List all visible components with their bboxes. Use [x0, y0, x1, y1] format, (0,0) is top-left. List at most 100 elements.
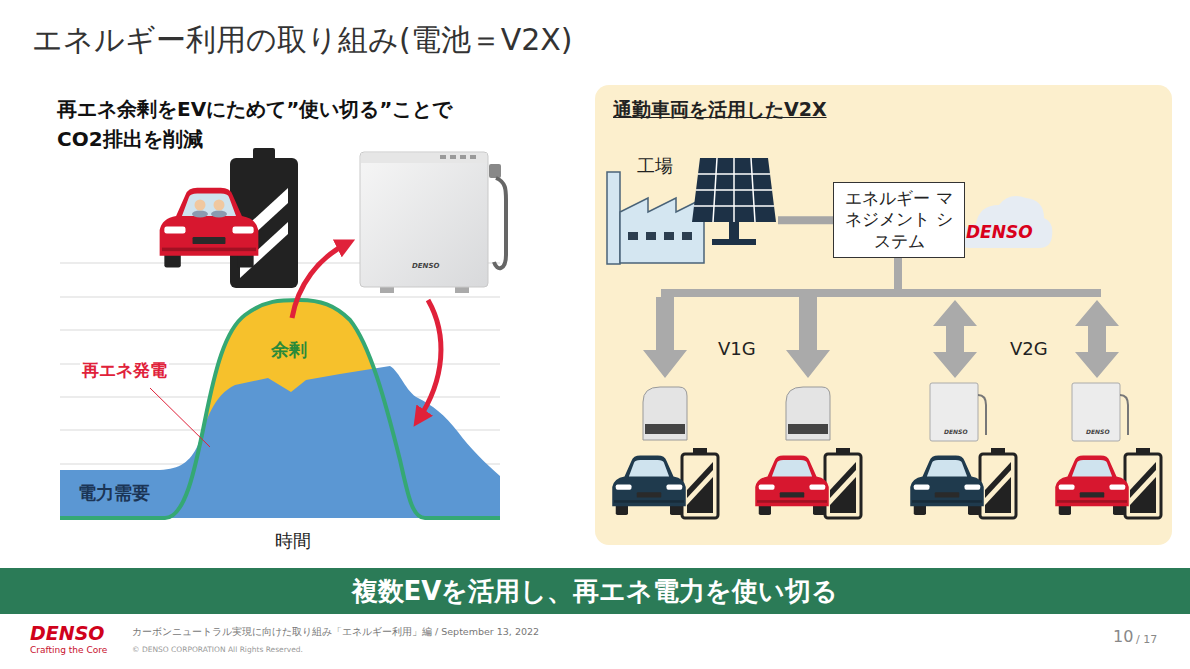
charger-unit-part — [361, 153, 487, 163]
ev-batteries-part — [825, 454, 861, 518]
flow-arrows-part — [933, 300, 977, 378]
charger-unit-part — [494, 178, 506, 268]
v2x-panel: 通勤車両を活用したV2X 工場エネルギー マネジメント システム — [595, 85, 1172, 545]
generation-curve — [60, 300, 500, 518]
ev-car — [160, 188, 259, 268]
ev-cars-part — [755, 456, 829, 516]
ev-car-part — [160, 188, 259, 268]
charger-unit-part — [440, 155, 446, 159]
cloud-shape — [961, 196, 1053, 248]
ev-car-part — [211, 211, 227, 218]
copyright-note-anchor: © DENSO CORPORATION All Rights Reserved. — [132, 645, 303, 654]
mode-label: V1G — [718, 338, 756, 359]
charger-unit-part — [450, 155, 456, 159]
demand-label-anchor: 電力需要 — [78, 481, 150, 505]
factory-illustration-part — [664, 232, 674, 240]
factory-illustration-part-part — [698, 173, 770, 175]
connector-line — [778, 216, 833, 224]
v2g-chargers — [930, 383, 1128, 441]
flow-arrows-part — [786, 297, 830, 378]
banner-band: 複数EVを活用し、再エネ電力を使い切る — [0, 568, 1190, 614]
page-total-anchor: / 17 — [1136, 633, 1157, 646]
factory-illustration-part — [620, 198, 704, 263]
ev-cars-part — [910, 456, 984, 516]
ev-car-part — [195, 200, 206, 211]
factory-illustration-part — [712, 239, 756, 245]
mode-label-anchor: V2G — [1010, 338, 1048, 359]
charger-unit — [360, 152, 506, 293]
flow-arrows — [643, 297, 1119, 378]
factory-node: 工場 — [603, 150, 778, 265]
panel-heading: 通勤車両を活用したV2X — [613, 97, 827, 123]
v1g-chargers-part — [788, 424, 828, 434]
v1g-chargers-part — [786, 387, 830, 440]
v1g-chargers-part — [645, 424, 685, 434]
ems-box: エネルギー マネジメント システム — [833, 182, 965, 258]
flow-arrows-part — [1075, 300, 1119, 378]
v1g-chargers-part — [643, 387, 687, 440]
factory-illustration-part-part — [694, 205, 774, 207]
demand-label: 電力需要 — [78, 481, 150, 505]
charger-logo-anchor: DENSO — [1086, 428, 1110, 435]
surplus-label: 余剰 — [271, 338, 307, 362]
footer-note-anchor: カーボンニュートラル実現に向けた取り組み「エネルギー利用」編 / Septemb… — [132, 626, 539, 639]
ev-car-part — [214, 200, 225, 211]
v2g-chargers-part — [930, 383, 978, 441]
footer-tagline-anchor: Crafting the Core — [30, 645, 107, 655]
axis-label: 時間 — [275, 529, 311, 553]
slide-title: エネルギー利用の取り組み(電池＝V2X) — [32, 20, 573, 61]
ev-cars-part — [1055, 456, 1129, 516]
ev-car-part — [192, 211, 208, 218]
factory-illustration-part — [729, 222, 739, 239]
factory-illustration-part — [646, 232, 656, 240]
generation-label: 再エネ発電 — [80, 359, 169, 382]
page-number: 10 — [1113, 627, 1133, 646]
power-wires — [661, 255, 1101, 293]
power-wires-part — [661, 289, 1101, 297]
ems-text: エネルギー マネジメント システム — [840, 188, 958, 252]
page-number-anchor: 10 — [1113, 627, 1133, 646]
power-wires-part — [894, 255, 902, 293]
factory-illustration-part-part — [696, 189, 772, 191]
charger-logo-anchor: DENSO — [944, 428, 968, 435]
cloud-logo-anchor: DENSO — [966, 222, 1033, 242]
ev-batteries-part — [980, 454, 1016, 518]
v2g-chargers-part — [1072, 383, 1120, 441]
ev-batteries-part — [830, 477, 856, 513]
factory-illustration-part — [607, 172, 620, 264]
mode-label-anchor: V1G — [718, 338, 756, 359]
subheading-anchor: 再エネ余剰をEVにためて”使い切る”ことで CO2排出を削減 — [57, 94, 497, 154]
factory-illustration-part — [694, 158, 774, 222]
charger-unit-part — [470, 155, 476, 159]
charger-logo: DENSO — [1086, 428, 1110, 435]
charger-logo: DENSO — [412, 262, 439, 270]
factory-illustration-part — [692, 158, 776, 222]
charger-unit-part — [360, 152, 488, 287]
subheading: 再エネ余剰をEVにためて”使い切る”ことで CO2排出を削減 — [57, 94, 497, 154]
factory-label: 工場 — [637, 154, 673, 178]
charger-unit-part — [489, 164, 501, 178]
axis-label-anchor: 時間 — [275, 529, 311, 553]
cloud-logo: DENSO — [966, 222, 1033, 242]
page-total: / 17 — [1136, 633, 1157, 646]
ev-batteries-part — [985, 477, 1011, 513]
slide-title-anchor: エネルギー利用の取り組み(電池＝V2X) — [32, 20, 573, 61]
generation-label-anchor: 再エネ発電 — [80, 359, 169, 382]
v2x-illustration — [595, 85, 1172, 545]
leader-line — [150, 388, 210, 447]
ev-batteries-part — [1130, 477, 1156, 513]
v2g-chargers-part — [978, 395, 986, 435]
ev-batteries-part — [682, 454, 718, 518]
footer-logo: DENSO — [30, 622, 105, 644]
ev-batteries-part — [687, 477, 713, 513]
surplus-label-anchor: 余剰 — [271, 338, 307, 362]
mode-label: V2G — [1010, 338, 1048, 359]
factory-illustration — [603, 150, 778, 265]
footer-tagline: Crafting the Core — [30, 645, 107, 655]
surplus-area — [60, 300, 500, 518]
chart-grid-part — [60, 297, 500, 298]
footer-logo-anchor: DENSO — [30, 622, 105, 644]
ev-batteries-part — [1125, 454, 1161, 518]
factory-illustration-part — [682, 232, 692, 240]
charger-unit-part — [460, 155, 466, 159]
